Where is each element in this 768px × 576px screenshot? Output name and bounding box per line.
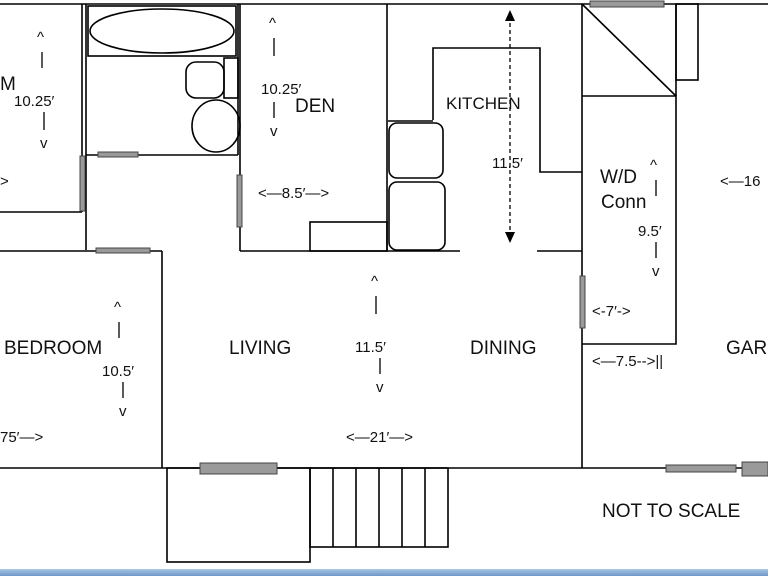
v-glyph: v	[119, 403, 127, 420]
room-label-dining: DINING	[470, 338, 537, 359]
vertical-dimension-glyphs: ^ v ^ v ^ v ^ v ^ v	[37, 15, 660, 420]
kitchen-sink	[388, 122, 446, 251]
dim-wd-width: <-7′->	[592, 303, 631, 320]
stairs	[332, 468, 426, 547]
room-label-living: LIVING	[229, 338, 291, 359]
dim-bedroom-height: 10.5′	[102, 363, 134, 380]
dim-bedroom-width: 75′—>	[0, 429, 43, 446]
caret-glyph: ^	[650, 157, 657, 174]
v-glyph: v	[270, 123, 278, 140]
room-label-wd: W/D	[600, 167, 637, 188]
dim-living-height: 11.5′	[355, 339, 386, 356]
room-label-left: M	[0, 74, 16, 95]
toilet	[185, 57, 241, 153]
dim-garage-width: <—16	[720, 173, 760, 190]
dim-wd-height: 9.5′	[638, 223, 662, 240]
v-glyph: v	[376, 379, 384, 396]
bathtub	[87, 5, 237, 57]
caret-glyph: ^	[269, 15, 276, 32]
caret-glyph: ^	[114, 299, 121, 316]
room-label-garage: GAR	[726, 338, 767, 359]
v-glyph: v	[652, 263, 660, 280]
dim-room-left-arrow: >	[0, 173, 9, 190]
dim-den-height: 10.25′	[261, 81, 302, 98]
room-label-bedroom: BEDROOM	[4, 338, 102, 359]
not-to-scale-note: NOT TO SCALE	[602, 501, 740, 522]
room-label-wd-conn: Conn	[601, 192, 646, 213]
dim-living-width: <—21′—>	[346, 429, 413, 446]
walls	[0, 3, 768, 563]
windows	[79, 0, 768, 477]
dim-kitchen-height: 11.5′	[492, 155, 523, 172]
v-glyph: v	[40, 135, 48, 152]
room-label-kitchen: KITCHEN	[446, 94, 521, 113]
kitchen-dimension-arrow	[505, 10, 515, 243]
caret-glyph: ^	[37, 29, 44, 46]
dim-room-left-height: 10.25′	[14, 93, 55, 110]
taskbar-strip	[0, 569, 768, 576]
room-label-den: DEN	[295, 96, 335, 117]
caret-glyph: ^	[371, 273, 378, 290]
dim-den-width: <—8.5′—>	[258, 185, 329, 202]
dim-wd-width-lower: <—7.5-->||	[592, 353, 663, 370]
